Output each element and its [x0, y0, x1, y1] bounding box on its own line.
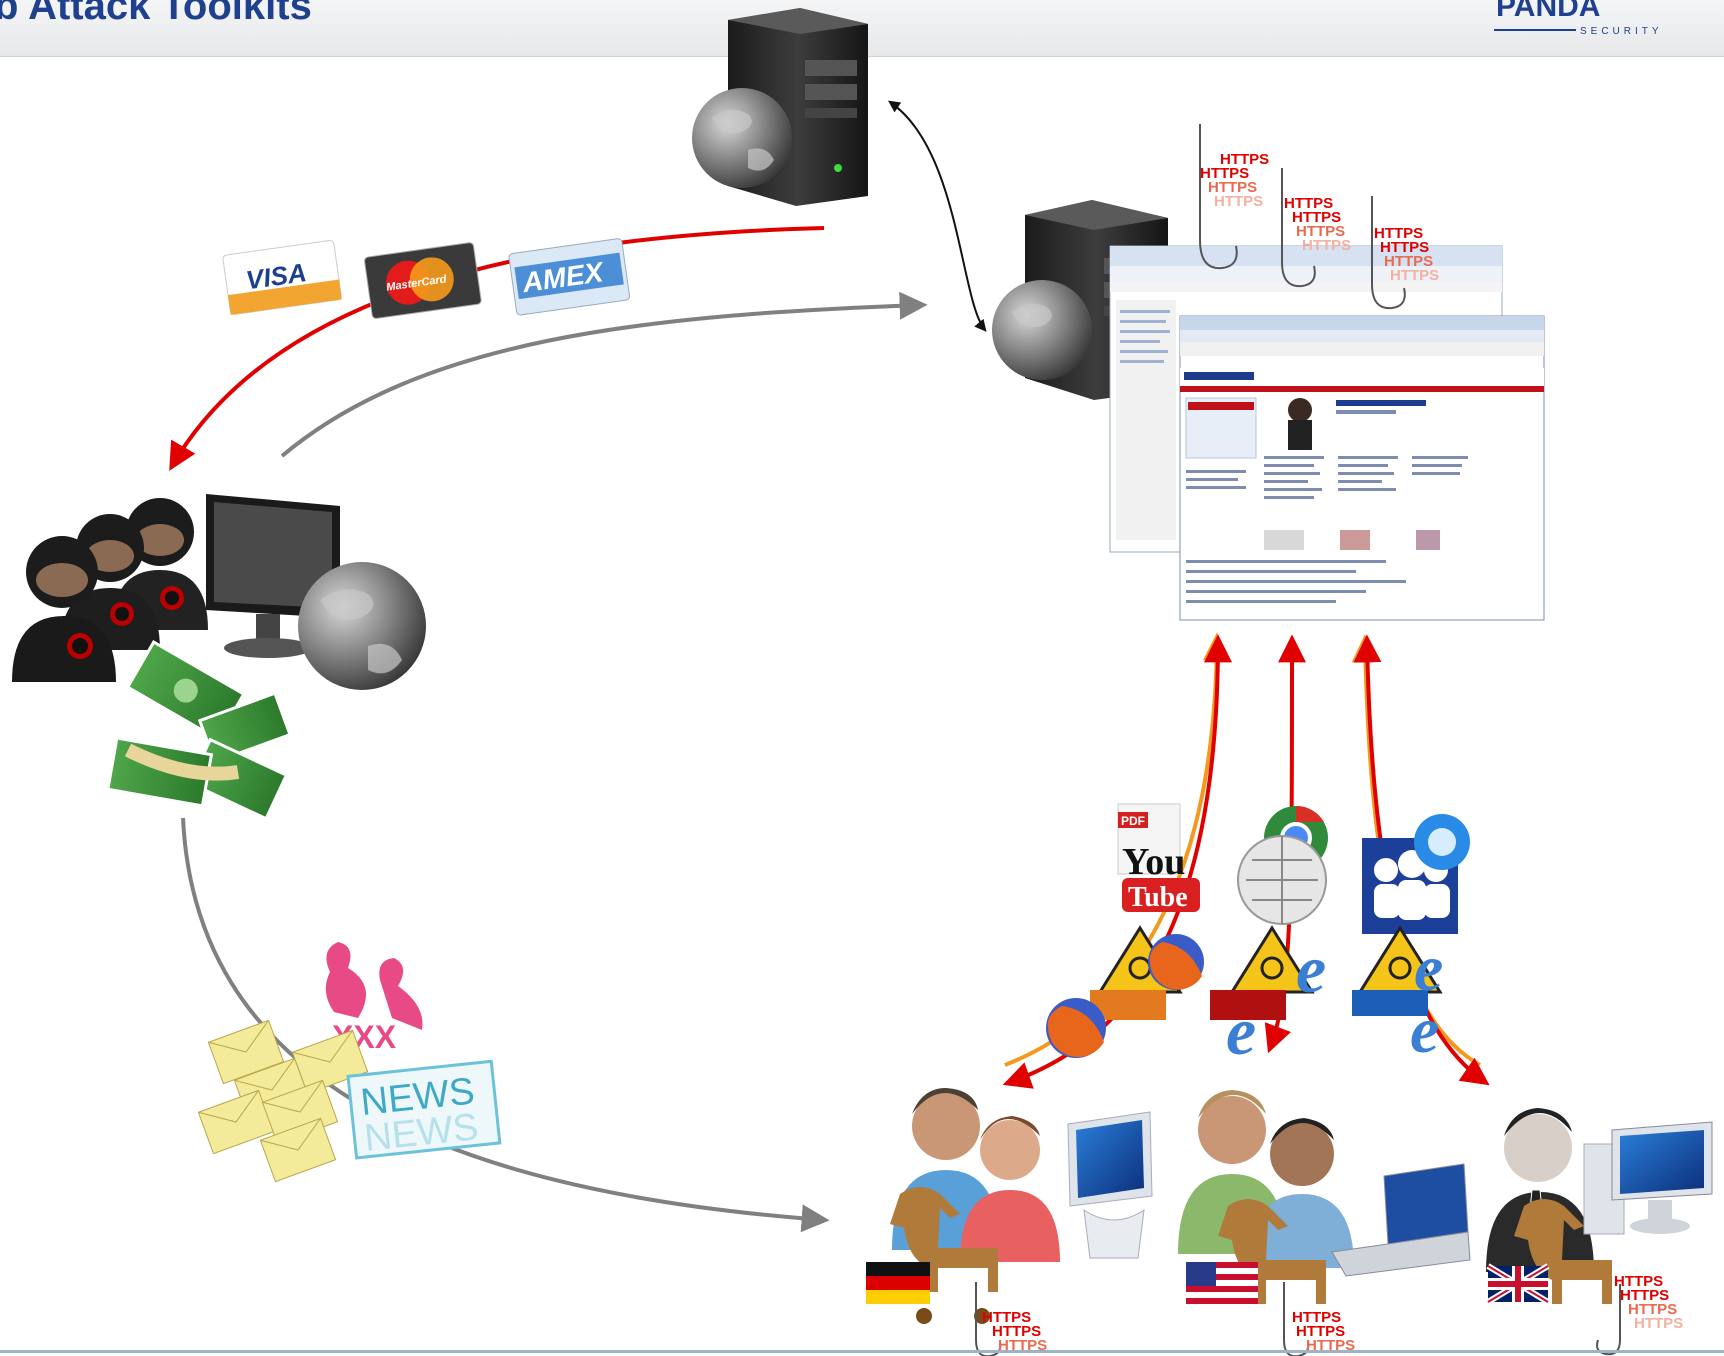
software-box [1352, 990, 1428, 1016]
internet-explorer-icon: e [1410, 994, 1439, 1067]
victim-group-uk: HTTPS HTTPS HTTPS HTTPS [1486, 1108, 1713, 1356]
user-icon [960, 1116, 1060, 1262]
svg-text:HTTPS: HTTPS [1292, 1309, 1341, 1326]
computer-icon [1583, 1121, 1713, 1235]
server-link-arrow [888, 100, 987, 332]
victim-group-germany: HTTPS HTTPS HTTPS [866, 1088, 1153, 1356]
money-stack [106, 640, 292, 821]
firefox-icon [1148, 934, 1204, 990]
slide-title: b Attack Toolkits [0, 0, 312, 28]
hacker-figure [112, 498, 208, 630]
svg-text:HTTPS: HTTPS [998, 1337, 1047, 1354]
globe-icon [992, 280, 1092, 380]
computer-icon [1067, 1111, 1153, 1259]
pdf-icon: PDF [1117, 803, 1181, 875]
svg-text:HTTPS: HTTPS [1296, 223, 1345, 240]
svg-text:e: e [1414, 932, 1443, 1005]
phishing-hook-victim-1: HTTPS HTTPS HTTPS [975, 1282, 1047, 1356]
phishing-hook-2: HTTPS HTTPS HTTPS HTTPS [1281, 168, 1351, 288]
visa-card: VISA [222, 239, 342, 315]
svg-text:HTTPS: HTTPS [1374, 225, 1423, 242]
svg-text:HTTPS: HTTPS [1390, 267, 1439, 284]
svg-text:HTTPS: HTTPS [1628, 1301, 1677, 1318]
mastercard-card: MasterCard [364, 242, 482, 319]
svg-text:e: e [1226, 993, 1256, 1069]
laptop-icon [1331, 1163, 1471, 1277]
svg-text:HTTPS: HTTPS [1302, 237, 1351, 254]
firefox-icon [1046, 998, 1106, 1058]
user-icon [1250, 1118, 1354, 1268]
attack-server-top [692, 8, 868, 206]
phishing-hook-victim-3: HTTPS HTTPS HTTPS HTTPS [1596, 1273, 1683, 1356]
logo-subtext: SECURITY [1580, 26, 1663, 37]
spam-envelopes [197, 1019, 369, 1183]
svg-text:HTTPS: HTTPS [1200, 165, 1249, 182]
trojan-horse-icon [1514, 1199, 1612, 1304]
phishing-hook-1: HTTPS HTTPS HTTPS HTTPS [1199, 124, 1269, 270]
internet-explorer-icon: e [1296, 931, 1326, 1007]
svg-text:e: e [1296, 931, 1326, 1007]
youtube-icon: You Tube [1122, 841, 1200, 913]
phishing-hook-3: HTTPS HTTPS HTTPS HTTPS [1371, 196, 1439, 310]
cybercriminals [12, 494, 426, 690]
svg-text:HTTPS: HTTPS [992, 1323, 1041, 1340]
amex-card: AMEX [508, 238, 631, 316]
svg-text:HTTPS: HTTPS [1634, 1315, 1683, 1332]
germany-flag-icon [866, 1262, 930, 1304]
svg-text:HTTPS: HTTPS [1284, 195, 1333, 212]
svg-text:HTTPS: HTTPS [1380, 239, 1429, 256]
fake-bank-window-front [1179, 315, 1545, 621]
wikipedia-icon [1237, 835, 1327, 925]
quicktime-icon [1414, 814, 1470, 870]
svg-text:HTTPS: HTTPS [1614, 1273, 1663, 1290]
svg-text:HTTPS: HTTPS [982, 1309, 1031, 1326]
software-box [1210, 990, 1286, 1020]
hacker-figure [12, 536, 116, 682]
trojan-horse-icon [890, 1187, 998, 1324]
svg-text:HTTPS: HTTPS [1214, 193, 1263, 210]
svg-text:HTTPS: HTTPS [1306, 1337, 1355, 1354]
upload-arrow [280, 291, 928, 458]
svg-text:PDF: PDF [1121, 814, 1145, 828]
footer-rule [0, 1350, 1724, 1353]
globe-icon [692, 88, 792, 188]
logo-text: PANDA [1496, 0, 1600, 23]
svg-text:HTTPS: HTTPS [1292, 209, 1341, 226]
svg-text:HTTPS: HTTPS [1620, 1287, 1669, 1304]
panda-security-logo: PANDA SECURITY [1494, 0, 1663, 37]
svg-text:HTTPS: HTTPS [1384, 253, 1433, 270]
svg-text:Tube: Tube [1128, 882, 1188, 913]
uk-flag-icon [1486, 1263, 1550, 1305]
victim-group-usa: HTTPS HTTPS HTTPS [1178, 1090, 1471, 1356]
svg-text:HTTPS: HTTPS [1208, 179, 1257, 196]
svg-text:You: You [1122, 841, 1185, 883]
globe-icon [298, 562, 426, 690]
usa-flag-icon [1186, 1262, 1258, 1306]
svg-text:HTTPS: HTTPS [1296, 1323, 1345, 1340]
svg-text:e: e [1410, 994, 1439, 1067]
monitor-icon [206, 494, 340, 658]
internet-explorer-icon: e [1414, 932, 1443, 1005]
news-icon: NEWS NEWS [346, 1059, 502, 1160]
internet-explorer-icon: e [1226, 993, 1256, 1069]
phishing-hook-victim-2: HTTPS HTTPS HTTPS [1283, 1282, 1355, 1356]
svg-text:HTTPS: HTTPS [1220, 151, 1269, 168]
trojan-horse-icon [1218, 1199, 1326, 1304]
